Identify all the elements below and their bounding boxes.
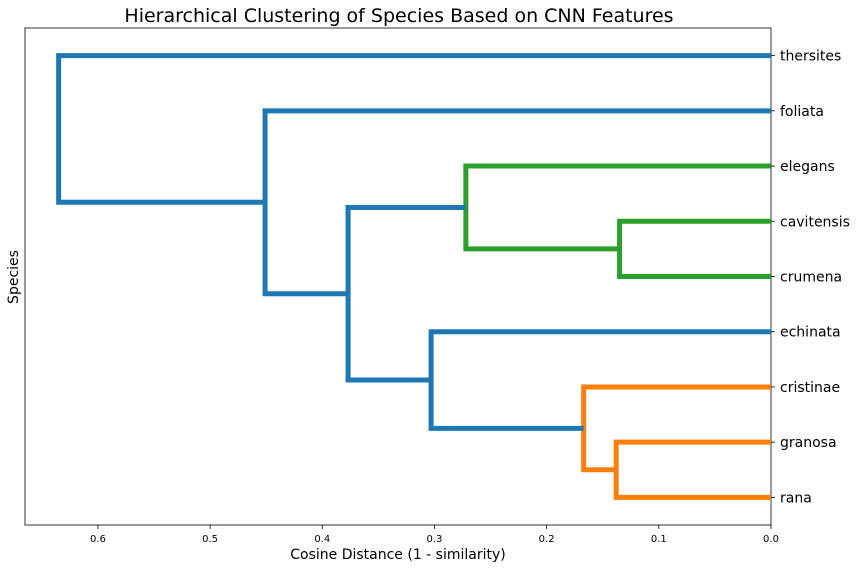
dendrogram-link <box>617 218 771 279</box>
dendrogram-link <box>581 384 771 473</box>
dendrogram-link <box>428 329 771 431</box>
leaf-label-foliata: foliata <box>780 104 824 120</box>
leaf-label-cavitensis: cavitensis <box>780 214 850 230</box>
leaf-label-crumena: crumena <box>780 270 842 286</box>
dendrogram-link <box>56 53 771 205</box>
y-axis-label: Species <box>6 250 22 304</box>
dendrogram-link <box>262 108 771 297</box>
x-tick-label: 0.4 <box>314 534 330 545</box>
x-tick-label: 0.1 <box>651 534 667 545</box>
leaf-label-thersites: thersites <box>780 49 841 65</box>
leaf-label-rana: rana <box>780 490 812 506</box>
dendrogram-link <box>345 204 466 383</box>
x-tick-label: 0.5 <box>202 534 218 545</box>
leaf-label-granosa: granosa <box>780 435 837 451</box>
leaf-label-elegans: elegans <box>780 159 835 175</box>
leaf-label-echinata: echinata <box>780 325 841 341</box>
x-tick-label: 0.2 <box>539 534 555 545</box>
x-axis-label: Cosine Distance (1 - similarity) <box>290 547 506 563</box>
x-tick-label: 0.3 <box>427 534 443 545</box>
chart-title: Hierarchical Clustering of Species Based… <box>124 5 673 27</box>
x-tick-label: 0.0 <box>763 534 779 545</box>
dendrogram-links <box>56 53 771 500</box>
x-tick-label: 0.6 <box>90 534 106 545</box>
dendrogram-link <box>613 439 771 500</box>
leaf-label-cristinae: cristinae <box>780 380 840 396</box>
leaf-labels: thersites foliata elegans cavitensis crumena… <box>771 49 850 506</box>
x-axis-ticks: 0.6 0.5 0.4 0.3 0.2 0.1 0.0 <box>90 525 779 545</box>
